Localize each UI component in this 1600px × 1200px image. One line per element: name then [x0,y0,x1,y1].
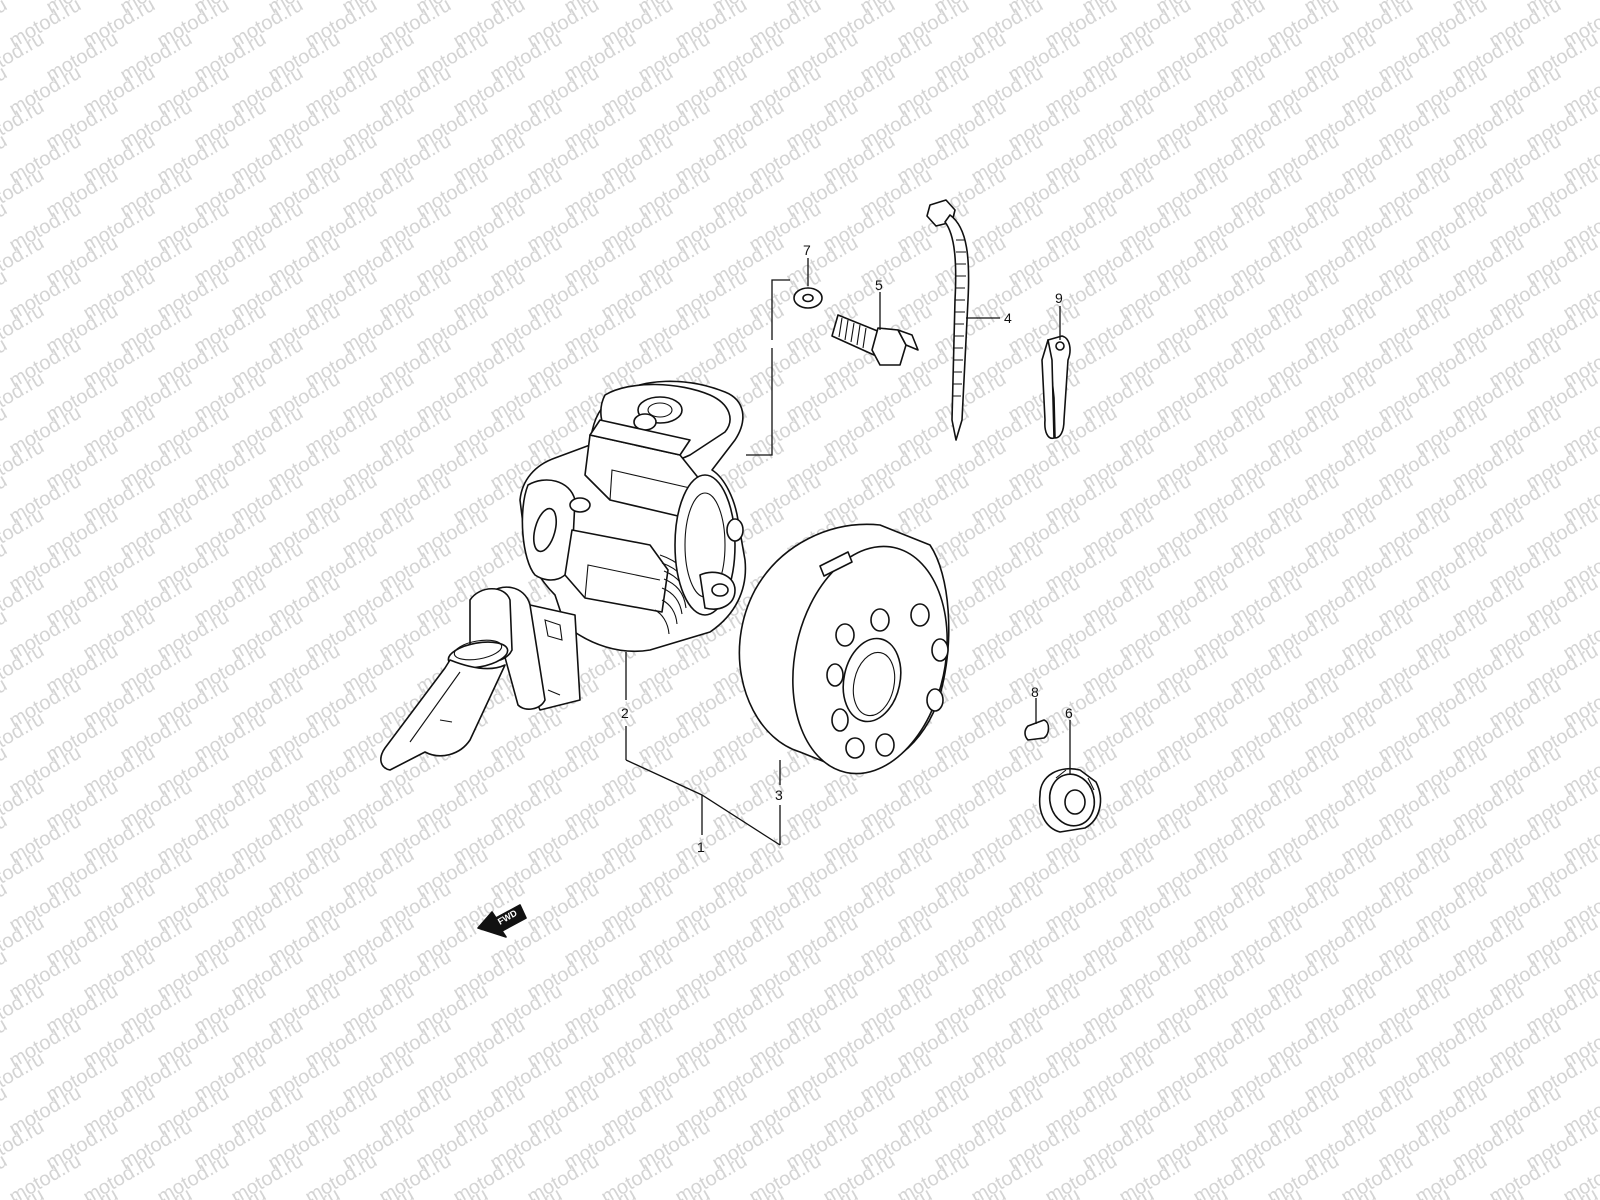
callout-6: 6 [1065,705,1073,721]
washer [793,287,823,309]
callout-5: 5 [875,277,883,293]
callout-3: 3 [775,787,783,803]
nut [1038,768,1102,833]
callout-8: 8 [1031,684,1039,700]
leader-lines [625,258,1071,846]
callout-9: 9 [1055,290,1063,306]
woodruff-key [1024,719,1050,741]
stator-assembly [380,380,747,771]
rotor-flywheel [738,523,950,775]
fwd-direction-marker: FWD [477,904,527,938]
callout-4: 4 [1004,310,1012,326]
callout-7: 7 [803,242,811,258]
clamp [1041,335,1071,440]
callout-1: 1 [697,839,705,855]
cable-tie [926,199,970,441]
bolt [831,314,919,366]
rotor-holes [826,603,949,759]
callout-2: 2 [621,705,629,721]
callout-numbers: 1 2 3 4 5 6 7 8 9 [621,242,1073,855]
